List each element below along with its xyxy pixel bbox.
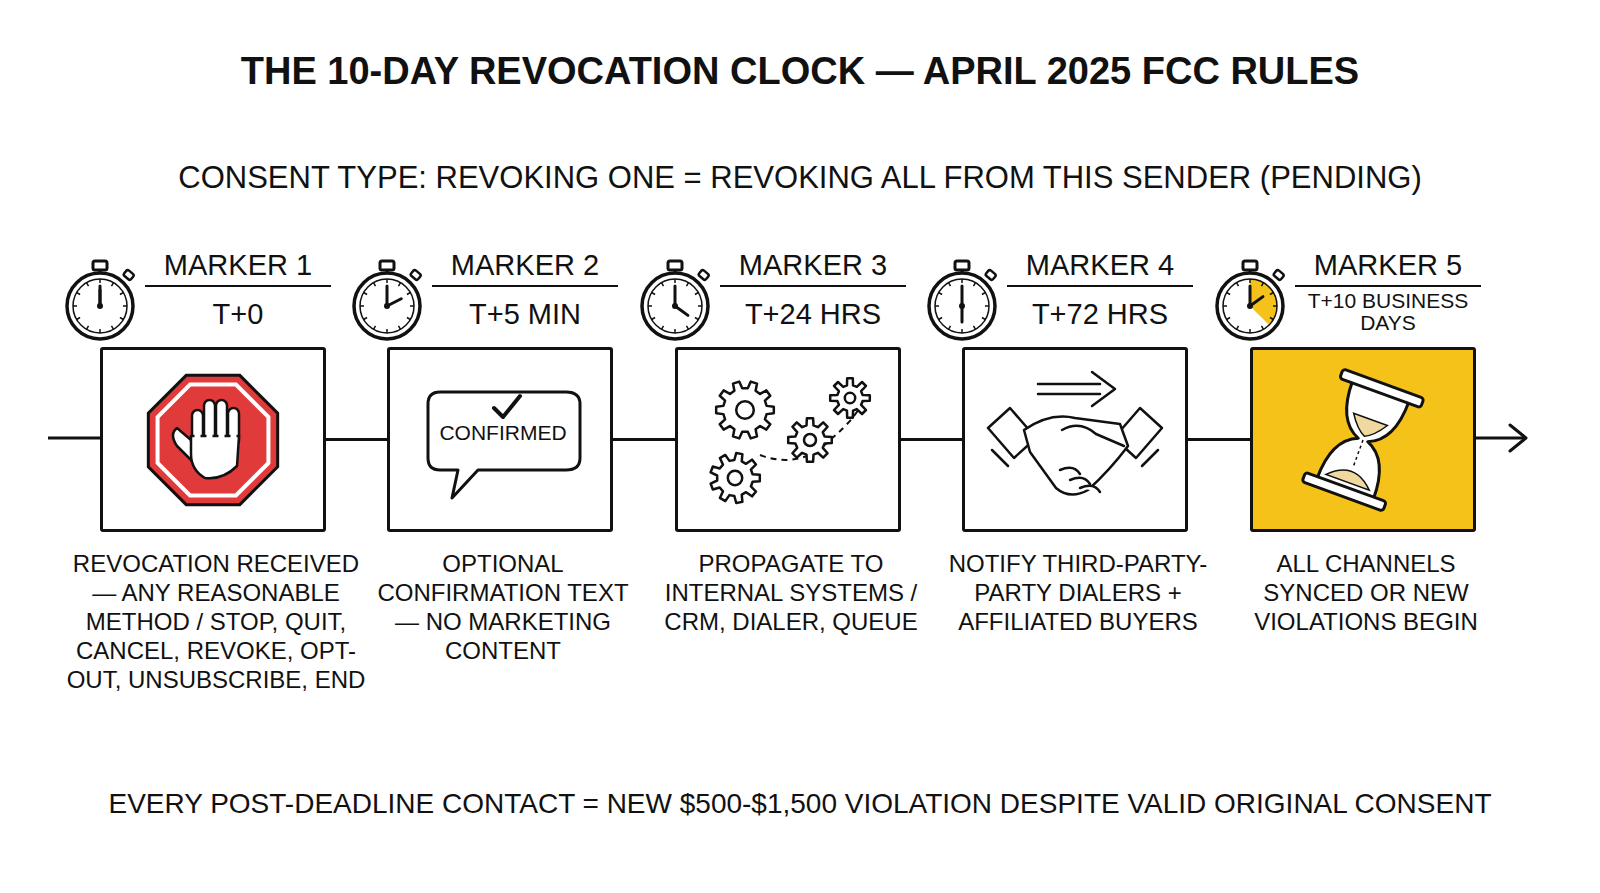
stopwatch-icon bbox=[929, 261, 996, 339]
step-caption: NOTIFY THIRD-PARTY-PARTY DIALERS + AFFIL… bbox=[943, 549, 1213, 636]
marker-box: MARKER 5T+10 BUSINESS DAYSALL CHANNELS S… bbox=[1250, 347, 1476, 532]
marker-label: MARKER 5 bbox=[1295, 248, 1481, 287]
marker-label: MARKER 4 bbox=[1007, 248, 1193, 287]
marker-label: MARKER 1 bbox=[145, 248, 331, 287]
time-offset: T+72 HRS bbox=[1007, 297, 1193, 331]
timeline-arrowhead bbox=[1510, 425, 1526, 451]
stopwatch-icon bbox=[354, 261, 421, 339]
stopwatch-icon bbox=[642, 261, 709, 339]
step-caption: REVOCATION RECEIVED — ANY REASONABLE MET… bbox=[66, 549, 366, 694]
stop-sign-icon bbox=[148, 375, 277, 504]
time-offset: T+0 bbox=[145, 297, 331, 331]
marker-box: MARKER 1T+0REVOCATION RECEIVED — ANY REA… bbox=[100, 347, 326, 532]
speech-bubble-icon bbox=[428, 392, 580, 498]
box-fill bbox=[964, 349, 1186, 530]
box-fill bbox=[1252, 349, 1474, 530]
title: THE 10-DAY REVOCATION CLOCK — APRIL 2025… bbox=[0, 50, 1600, 93]
marker-box: MARKER 3T+24 HRSPROPAGATE TO INTERNAL SY… bbox=[675, 347, 901, 532]
box-fill bbox=[677, 349, 899, 530]
time-offset: T+5 MIN bbox=[432, 297, 618, 331]
box-fill bbox=[389, 349, 611, 530]
gears-icon bbox=[711, 378, 870, 503]
marker-box: MARKER 2T+5 MINCONFIRMEDOPTIONAL CONFIRM… bbox=[387, 347, 613, 532]
handshake-icon bbox=[988, 372, 1162, 495]
stopwatch-icon bbox=[1217, 261, 1284, 339]
timeline-connector bbox=[1188, 438, 1250, 441]
bubble-text: CONFIRMED bbox=[428, 420, 578, 446]
marker-box: MARKER 4T+72 HRSNOTIFY THIRD-PARTY-PARTY… bbox=[962, 347, 1188, 532]
marker-label: MARKER 2 bbox=[432, 248, 618, 287]
timeline-connector bbox=[326, 438, 387, 441]
time-offset: T+10 BUSINESS DAYS bbox=[1295, 290, 1481, 334]
step-caption: PROPAGATE TO INTERNAL SYSTEMS / CRM, DIA… bbox=[656, 549, 926, 636]
hourglass-icon bbox=[1302, 369, 1424, 511]
time-offset: T+24 HRS bbox=[720, 297, 906, 331]
step-caption: OPTIONAL CONFIRMATION TEXT — NO MARKETIN… bbox=[368, 549, 638, 665]
timeline-connector bbox=[901, 438, 962, 441]
subtitle: CONSENT TYPE: REVOKING ONE = REVOKING AL… bbox=[0, 160, 1600, 196]
timeline-connector bbox=[613, 438, 675, 441]
step-caption: ALL CHANNELS SYNCED OR NEW VIOLATIONS BE… bbox=[1231, 549, 1501, 636]
stopwatch-icon bbox=[67, 261, 134, 339]
timeline-start bbox=[48, 437, 100, 440]
box-fill bbox=[102, 349, 324, 530]
footer-note: EVERY POST-DEADLINE CONTACT = NEW $500-$… bbox=[0, 788, 1600, 820]
marker-label: MARKER 3 bbox=[720, 248, 906, 287]
timeline-end bbox=[1476, 437, 1525, 440]
